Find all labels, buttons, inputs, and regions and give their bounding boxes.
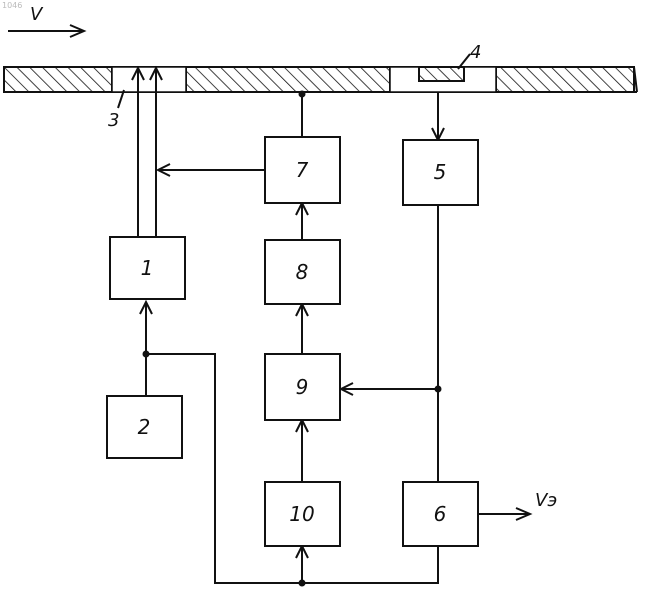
block-2-label: 2 (138, 415, 151, 439)
block-9-label: 9 (296, 375, 309, 399)
block-8-label: 8 (296, 260, 309, 284)
block-6-label: 6 (434, 502, 447, 526)
output-label: Vэ (535, 490, 557, 511)
block-1-label: 1 (141, 256, 154, 280)
aperture-window (112, 67, 186, 92)
block-5-label: 5 (434, 160, 447, 184)
block-5: 5 (403, 140, 478, 205)
block-6: 6 (403, 482, 478, 546)
block-1: 1 (110, 237, 185, 299)
callout-3: 3 (108, 110, 119, 131)
corner-text: 1046 (2, 1, 22, 10)
block-7-label: 7 (296, 158, 309, 182)
block-10-label: 10 (289, 502, 314, 526)
marker-element (419, 67, 464, 81)
velocity-label: V (30, 4, 44, 25)
block-7: 7 (265, 137, 340, 203)
velocity-arrow (8, 25, 84, 37)
callout-4: 4 (470, 42, 481, 63)
block-2: 2 (107, 396, 182, 458)
block-8: 8 (265, 240, 340, 304)
block-9: 9 (265, 354, 340, 420)
moving-strip (4, 67, 637, 92)
block-10: 10 (265, 482, 340, 546)
